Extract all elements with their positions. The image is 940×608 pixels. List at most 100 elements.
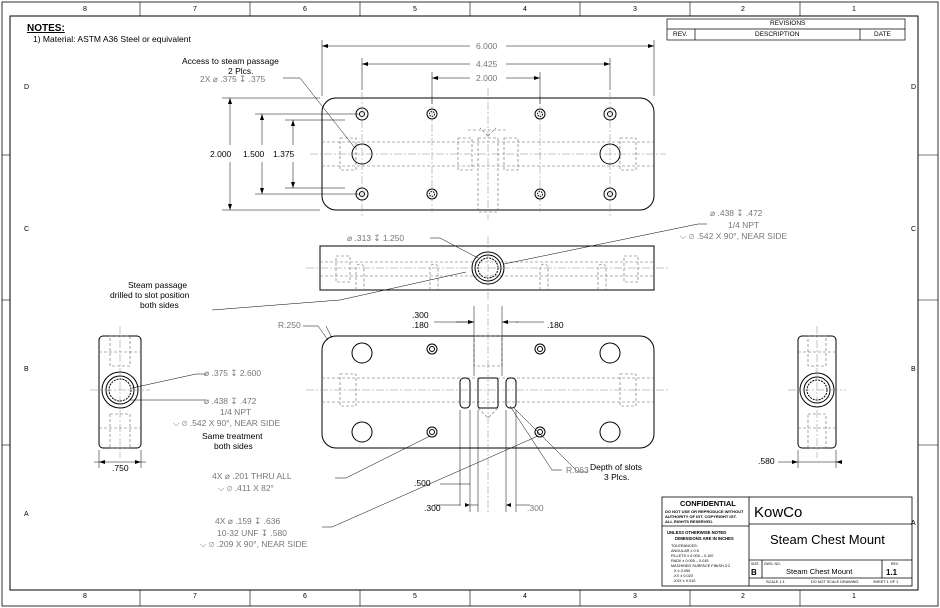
note-steam-passage-2: drilled to slot position <box>110 290 190 300</box>
zone-row-d-left: D <box>24 84 30 91</box>
callout-access-qty: 2 Plcs. <box>228 66 254 76</box>
zone-row-a-right: A <box>911 520 916 527</box>
revisions-table <box>666 18 906 41</box>
c159-leader <box>322 435 539 528</box>
confidential-line-3: ALL RIGHTS RESERVED. <box>665 519 714 524</box>
bottom-dimension-lines <box>325 306 544 512</box>
right-arrowheads <box>792 460 842 464</box>
callout-npt-side-size: ⌀ .438 ↧ .472 <box>204 396 257 406</box>
zone-row-b-right: B <box>911 366 916 373</box>
callout-npt-top-csink: ⌵ ⌀ .542 X 90°, NEAR SIDE <box>680 231 788 241</box>
callout-npt-side-csink: ⌵ ⌀ .542 X 90°, NEAR SIDE <box>173 418 281 428</box>
tolerance-0: TOLERANCES: <box>671 544 698 548</box>
tolerance-7: .XXX ± 0.010 <box>673 579 696 583</box>
zone-col-2-top: 2 <box>741 6 745 13</box>
tolerance-3: RADII ± 0.005 – 0.015 <box>671 559 709 563</box>
confidential-line-1: DO NOT USE OR REPRODUCE WITHOUT <box>665 509 744 514</box>
access-leader <box>283 77 356 149</box>
dim-hole-width-inner: 1.375 <box>273 149 295 159</box>
dim-side-width-left: .750 <box>112 463 129 473</box>
front-438-leader <box>503 223 707 265</box>
zone-col-6-top: 6 <box>303 6 307 13</box>
callout-thru-holes-csink: ⌵ ⌀ .411 X 82° <box>218 483 274 493</box>
tolerance-6: .XX ± 0.020 <box>673 574 693 578</box>
rev-value: 1.1 <box>886 568 898 577</box>
dim-hole-spacing-inner: 2.000 <box>476 73 498 83</box>
zone-col-7-bottom: 7 <box>193 593 197 600</box>
zone-col-6-bottom: 6 <box>303 593 307 600</box>
do-not-scale-text: DO NOT SCALE DRAWING <box>811 580 859 584</box>
zone-col-8-top: 8 <box>83 6 87 13</box>
drawing-title: Steam Chest Mount <box>770 532 885 547</box>
note-same-treatment-1: Same treatment <box>202 431 263 441</box>
company-name: KowCo <box>754 504 803 521</box>
unless-noted-2: DIMENSIONS ARE IN INCHES <box>675 536 734 541</box>
top-arrowheads <box>228 44 654 210</box>
zone-row-d-right: D <box>911 84 917 91</box>
title-block-frame <box>661 496 913 587</box>
callout-npt-top-size: ⌀ .438 ↧ .472 <box>710 208 763 218</box>
right-side-view <box>788 326 846 458</box>
callout-access-title: Access to steam passage <box>182 56 279 66</box>
zone-row-b-left: B <box>24 366 29 373</box>
size-label: SIZE <box>751 562 759 566</box>
zone-col-3-top: 3 <box>633 6 637 13</box>
note-steam-passage-1: Steam passage <box>128 280 188 290</box>
callout-tapped-holes-csink: ⌵ ⌀ .209 X 90°, NEAR SIDE <box>200 539 308 549</box>
zone-col-5-bottom: 5 <box>413 593 417 600</box>
callout-access-spec: 2X ⌀ .375 ↧ .375 <box>200 74 266 84</box>
tolerance-5: .X ± 0.050 <box>673 569 691 573</box>
dim-slot-radius: R.063 <box>566 465 589 475</box>
callout-bore-313: ⌀ .313 ↧ 1.250 <box>347 233 405 243</box>
top-view <box>310 88 666 220</box>
revisions-col-date: DATE <box>874 31 891 38</box>
right-dimension <box>778 450 842 468</box>
zone-col-2-bottom: 2 <box>741 593 745 600</box>
dim-slot-500: .500 <box>414 478 431 488</box>
note-slot-depth-1: Depth of slots <box>590 462 642 472</box>
note-same-treatment-2: both sides <box>214 441 253 451</box>
tolerance-1: ANGULAR ± 0.5 <box>671 549 699 553</box>
dim-slot-300-right: .300 <box>527 503 544 513</box>
zone-col-1-bottom: 1 <box>852 593 856 600</box>
confidential-title: CONFIDENTIAL <box>680 499 736 508</box>
dim-slot-180-right: .180 <box>547 320 564 330</box>
c375-leader <box>131 373 206 389</box>
zone-col-5-top: 5 <box>413 6 417 13</box>
bottom-arrowheads <box>465 320 511 507</box>
revisions-title: REVISIONS <box>770 20 806 27</box>
inner-border <box>9 15 919 591</box>
dim-slot-300-top: .300 <box>412 310 429 320</box>
size-value: B <box>751 568 757 577</box>
revisions-col-rev: REV. <box>673 31 688 38</box>
steam-leader <box>211 271 467 311</box>
callout-tapped-holes-thread: 10-32 UNF ↧ .580 <box>217 528 287 538</box>
callout-passage-375: ⌀ .375 ↧ 2.600 <box>204 368 262 378</box>
left-arrowheads <box>99 460 141 464</box>
unless-noted-1: UNLESS OTHERWISE NOTED <box>667 530 727 535</box>
callout-npt-side-thread: 1/4 NPT <box>220 407 252 417</box>
front-view <box>306 236 668 300</box>
note-slot-depth-2: 3 Plcs. <box>604 472 630 482</box>
slot-leader <box>513 407 588 473</box>
zone-col-4-bottom: 4 <box>523 593 527 600</box>
dim-side-width-right: .580 <box>758 456 775 466</box>
dwg-no-value: Steam Chest Mount <box>786 567 853 576</box>
revisions-col-description: DESCRIPTION <box>755 31 800 38</box>
zone-col-7-top: 7 <box>193 6 197 13</box>
zone-col-1-top: 1 <box>852 6 856 13</box>
dim-overall-width: 2.000 <box>210 149 232 159</box>
confidential-line-2: AUTHORITY OF IGT. COPYRIGHT IGT. <box>665 514 737 519</box>
dim-slot-180-left: .180 <box>412 320 429 330</box>
callout-tapped-holes-size: 4X ⌀ .159 ↧ .636 <box>215 516 281 526</box>
r063-leader <box>509 405 562 471</box>
bottom-view <box>306 304 668 512</box>
callout-npt-top-thread: 1/4 NPT <box>728 220 760 230</box>
dim-overall-length: 6.000 <box>476 41 498 51</box>
callout-thru-holes-size: 4X ⌀ .201 THRU ALL <box>212 471 292 481</box>
front-313-leader <box>430 237 479 259</box>
zone-row-c-right: C <box>911 226 917 233</box>
notes-material: 1) Material: ASTM A36 Steel or equivalen… <box>33 34 191 44</box>
